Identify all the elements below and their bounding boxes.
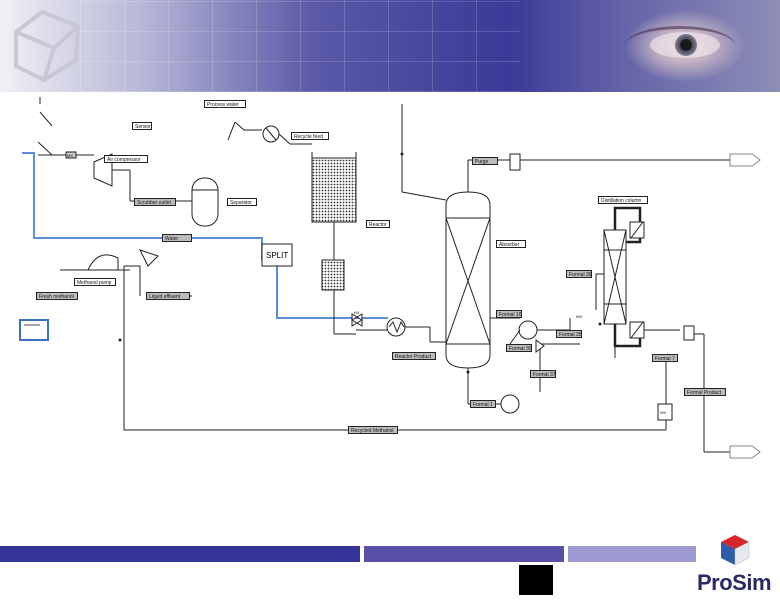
label-absorber: Absorber xyxy=(496,240,526,248)
label-liquid-effluent: Liquid effluent xyxy=(146,292,190,300)
reactor-feed-stream xyxy=(276,266,388,319)
banner-grid-pattern xyxy=(80,0,520,92)
label-formal-30: Formal 30 xyxy=(506,344,532,352)
equipment-code-hx: HX xyxy=(354,310,360,315)
recycle-valve xyxy=(657,403,673,421)
label-recycle-feed: Recycle feed xyxy=(291,132,329,140)
equipment-code-mix: MX xyxy=(67,153,73,158)
side-heat-exchanger xyxy=(518,320,538,340)
header-banner xyxy=(0,0,780,92)
label-formal-10: Formal 10 xyxy=(496,310,522,318)
fresh-water-source xyxy=(19,319,49,341)
water-stream xyxy=(22,152,263,260)
label-methanol-pump: Methanol pump xyxy=(74,278,116,286)
split-unit xyxy=(261,243,293,267)
label-water: Water xyxy=(162,234,192,242)
product-outlet-arrow xyxy=(729,445,761,459)
label-recycled-methanol: Recycled Methanol xyxy=(348,426,398,434)
label-scrubber-outlet: Scrubber outlet xyxy=(134,198,176,206)
eye-lid xyxy=(625,26,735,65)
label-reactor-product: Reactor Product xyxy=(392,352,436,360)
footer-bar-dark xyxy=(0,546,360,562)
slide-number-box xyxy=(519,565,553,595)
label-purge: Purge xyxy=(472,157,498,165)
valve-symbol xyxy=(351,313,363,327)
prosim-cube-icon xyxy=(721,535,750,566)
footer-bar-mid xyxy=(364,546,564,562)
label-separator: Separator xyxy=(227,198,257,206)
label-air-compressor: Air compressor xyxy=(104,155,148,163)
wireframe-cube-icon xyxy=(14,10,80,82)
equipment-code-wv-1: WV xyxy=(576,314,583,319)
product-valve xyxy=(683,325,695,341)
catalyst-cartridge xyxy=(321,259,345,291)
label-formal-product: Formal Product xyxy=(684,388,726,396)
label-process-water: Process water xyxy=(204,100,246,108)
footer-bar-light xyxy=(568,546,696,562)
heat-exchanger xyxy=(386,317,406,337)
bottom-pump-unit xyxy=(500,394,520,414)
label-formal-37: Formal 37 xyxy=(530,370,556,378)
label-fresh-methanol: Fresh methanol xyxy=(36,292,78,300)
label-formal-7: Formal 7 xyxy=(652,354,678,362)
label-formal-39: Formal 39 xyxy=(566,270,592,278)
prosim-logo-text: ProSim xyxy=(697,570,772,595)
methanol-pump-unit xyxy=(87,254,119,271)
equipment-code-wv-2: WV xyxy=(660,410,667,415)
label-distillation-column: Distillation column xyxy=(598,196,648,204)
label-reactor: Reactor xyxy=(366,220,390,228)
process-flow-diagram: MX SPLIT WV WV HX xyxy=(19,97,761,459)
purge-valve xyxy=(509,153,521,171)
equipment-code-split: SPLIT xyxy=(266,251,288,260)
label-formal-1: Formal 1 xyxy=(470,400,496,408)
separator-vessel xyxy=(191,177,219,227)
label-sensor: Sensor xyxy=(132,122,152,130)
inlet-stream-marks xyxy=(37,97,53,156)
purge-outlet-arrow xyxy=(729,153,761,167)
reactor-bed xyxy=(311,157,357,223)
label-formal-35: Formal 35 xyxy=(556,330,582,338)
